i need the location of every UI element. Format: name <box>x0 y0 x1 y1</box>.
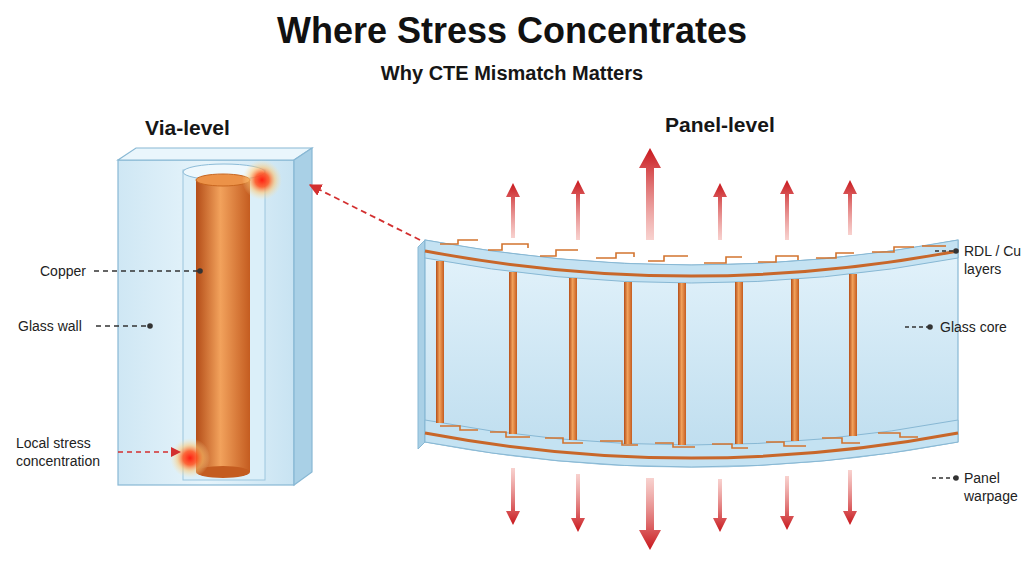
through-glass-via <box>791 279 799 441</box>
panel-slab <box>418 240 958 467</box>
copper-trace <box>922 245 946 247</box>
force-arrow <box>639 148 661 240</box>
copper-traces <box>440 240 946 448</box>
force-arrow <box>571 180 585 240</box>
copper-trace <box>648 256 688 261</box>
through-glass-via <box>735 282 743 444</box>
section-heading: Panel-level <box>665 113 775 137</box>
through-glass-vias <box>436 261 857 445</box>
copper-trace <box>488 244 528 250</box>
leader-line <box>935 250 955 251</box>
force-arrow <box>506 183 520 238</box>
copper-trace <box>816 253 854 258</box>
copper-trace <box>758 256 798 262</box>
through-glass-via <box>509 272 517 434</box>
copper-trace <box>878 433 918 437</box>
panel-end-face <box>418 240 425 449</box>
copper-trace <box>704 257 742 263</box>
callout-label: Local stress concentration <box>16 434 121 470</box>
part-label: RDL / Cu layers <box>964 242 1024 278</box>
stress-leader <box>118 451 172 453</box>
illustration-panel: Panel-level <box>420 105 965 560</box>
leader-dot <box>927 324 933 330</box>
through-glass-via <box>624 282 632 444</box>
force-arrows <box>506 148 857 550</box>
via-bore <box>183 170 265 480</box>
glass-core <box>425 240 958 467</box>
copper-trace <box>440 240 478 244</box>
force-arrow <box>780 180 794 240</box>
through-glass-via <box>436 261 444 423</box>
force-arrow <box>843 180 857 235</box>
copper-trace <box>440 426 478 430</box>
bottom-rdl-band <box>425 420 958 467</box>
glass-front-face <box>118 160 294 485</box>
stress-callout-arrow <box>310 185 420 240</box>
subtitle: Why CTE Mismatch Matters <box>0 64 1024 82</box>
part-label: Glass wall <box>18 317 98 335</box>
copper-trace <box>545 438 583 443</box>
force-arrow <box>506 468 520 525</box>
copper-trace <box>712 444 748 448</box>
copper-trace <box>766 442 806 446</box>
glass-side-face <box>294 148 312 485</box>
stress-hotspot <box>242 160 282 200</box>
leader-dot <box>197 268 203 274</box>
leader-line <box>96 325 150 326</box>
force-arrow <box>843 470 857 525</box>
leader-lines <box>905 248 959 481</box>
illustration-panel: Via-level <box>110 110 310 495</box>
leader-line <box>932 477 954 478</box>
force-arrow <box>639 478 661 550</box>
through-glass-via <box>849 274 857 436</box>
via-block <box>118 148 312 485</box>
force-arrow <box>713 183 727 240</box>
through-glass-via <box>569 278 577 440</box>
force-arrow <box>571 474 585 532</box>
copper-trace <box>600 441 638 445</box>
leader-dot <box>953 248 959 254</box>
stress-leader-head <box>171 447 181 457</box>
glass-top-face <box>118 148 312 160</box>
copper-plane <box>425 251 958 276</box>
copper-trace <box>655 443 695 447</box>
stress-hotspot <box>170 438 210 478</box>
leader-line <box>905 326 928 327</box>
copper-trace <box>596 253 634 258</box>
part-label: Panel warpage <box>964 469 1024 505</box>
copper-plane <box>425 433 958 458</box>
copper-via-top <box>196 174 250 186</box>
section-heading: Via-level <box>145 116 230 140</box>
through-glass-via <box>678 283 686 445</box>
force-arrow <box>780 476 794 530</box>
copper-via <box>196 180 250 472</box>
leader-dot <box>953 475 959 481</box>
leader-line <box>94 270 200 271</box>
diagram-title: Where Stress Concentrates <box>0 10 1024 52</box>
leader-dot <box>147 323 153 329</box>
top-rdl-band <box>425 240 958 283</box>
part-label: Glass core <box>940 318 1024 336</box>
part-label: Copper <box>40 262 110 280</box>
copper-trace <box>872 247 914 252</box>
force-arrow <box>713 479 727 532</box>
copper-trace <box>822 438 860 443</box>
leader-lines <box>94 268 203 457</box>
copper-trace <box>540 250 578 256</box>
